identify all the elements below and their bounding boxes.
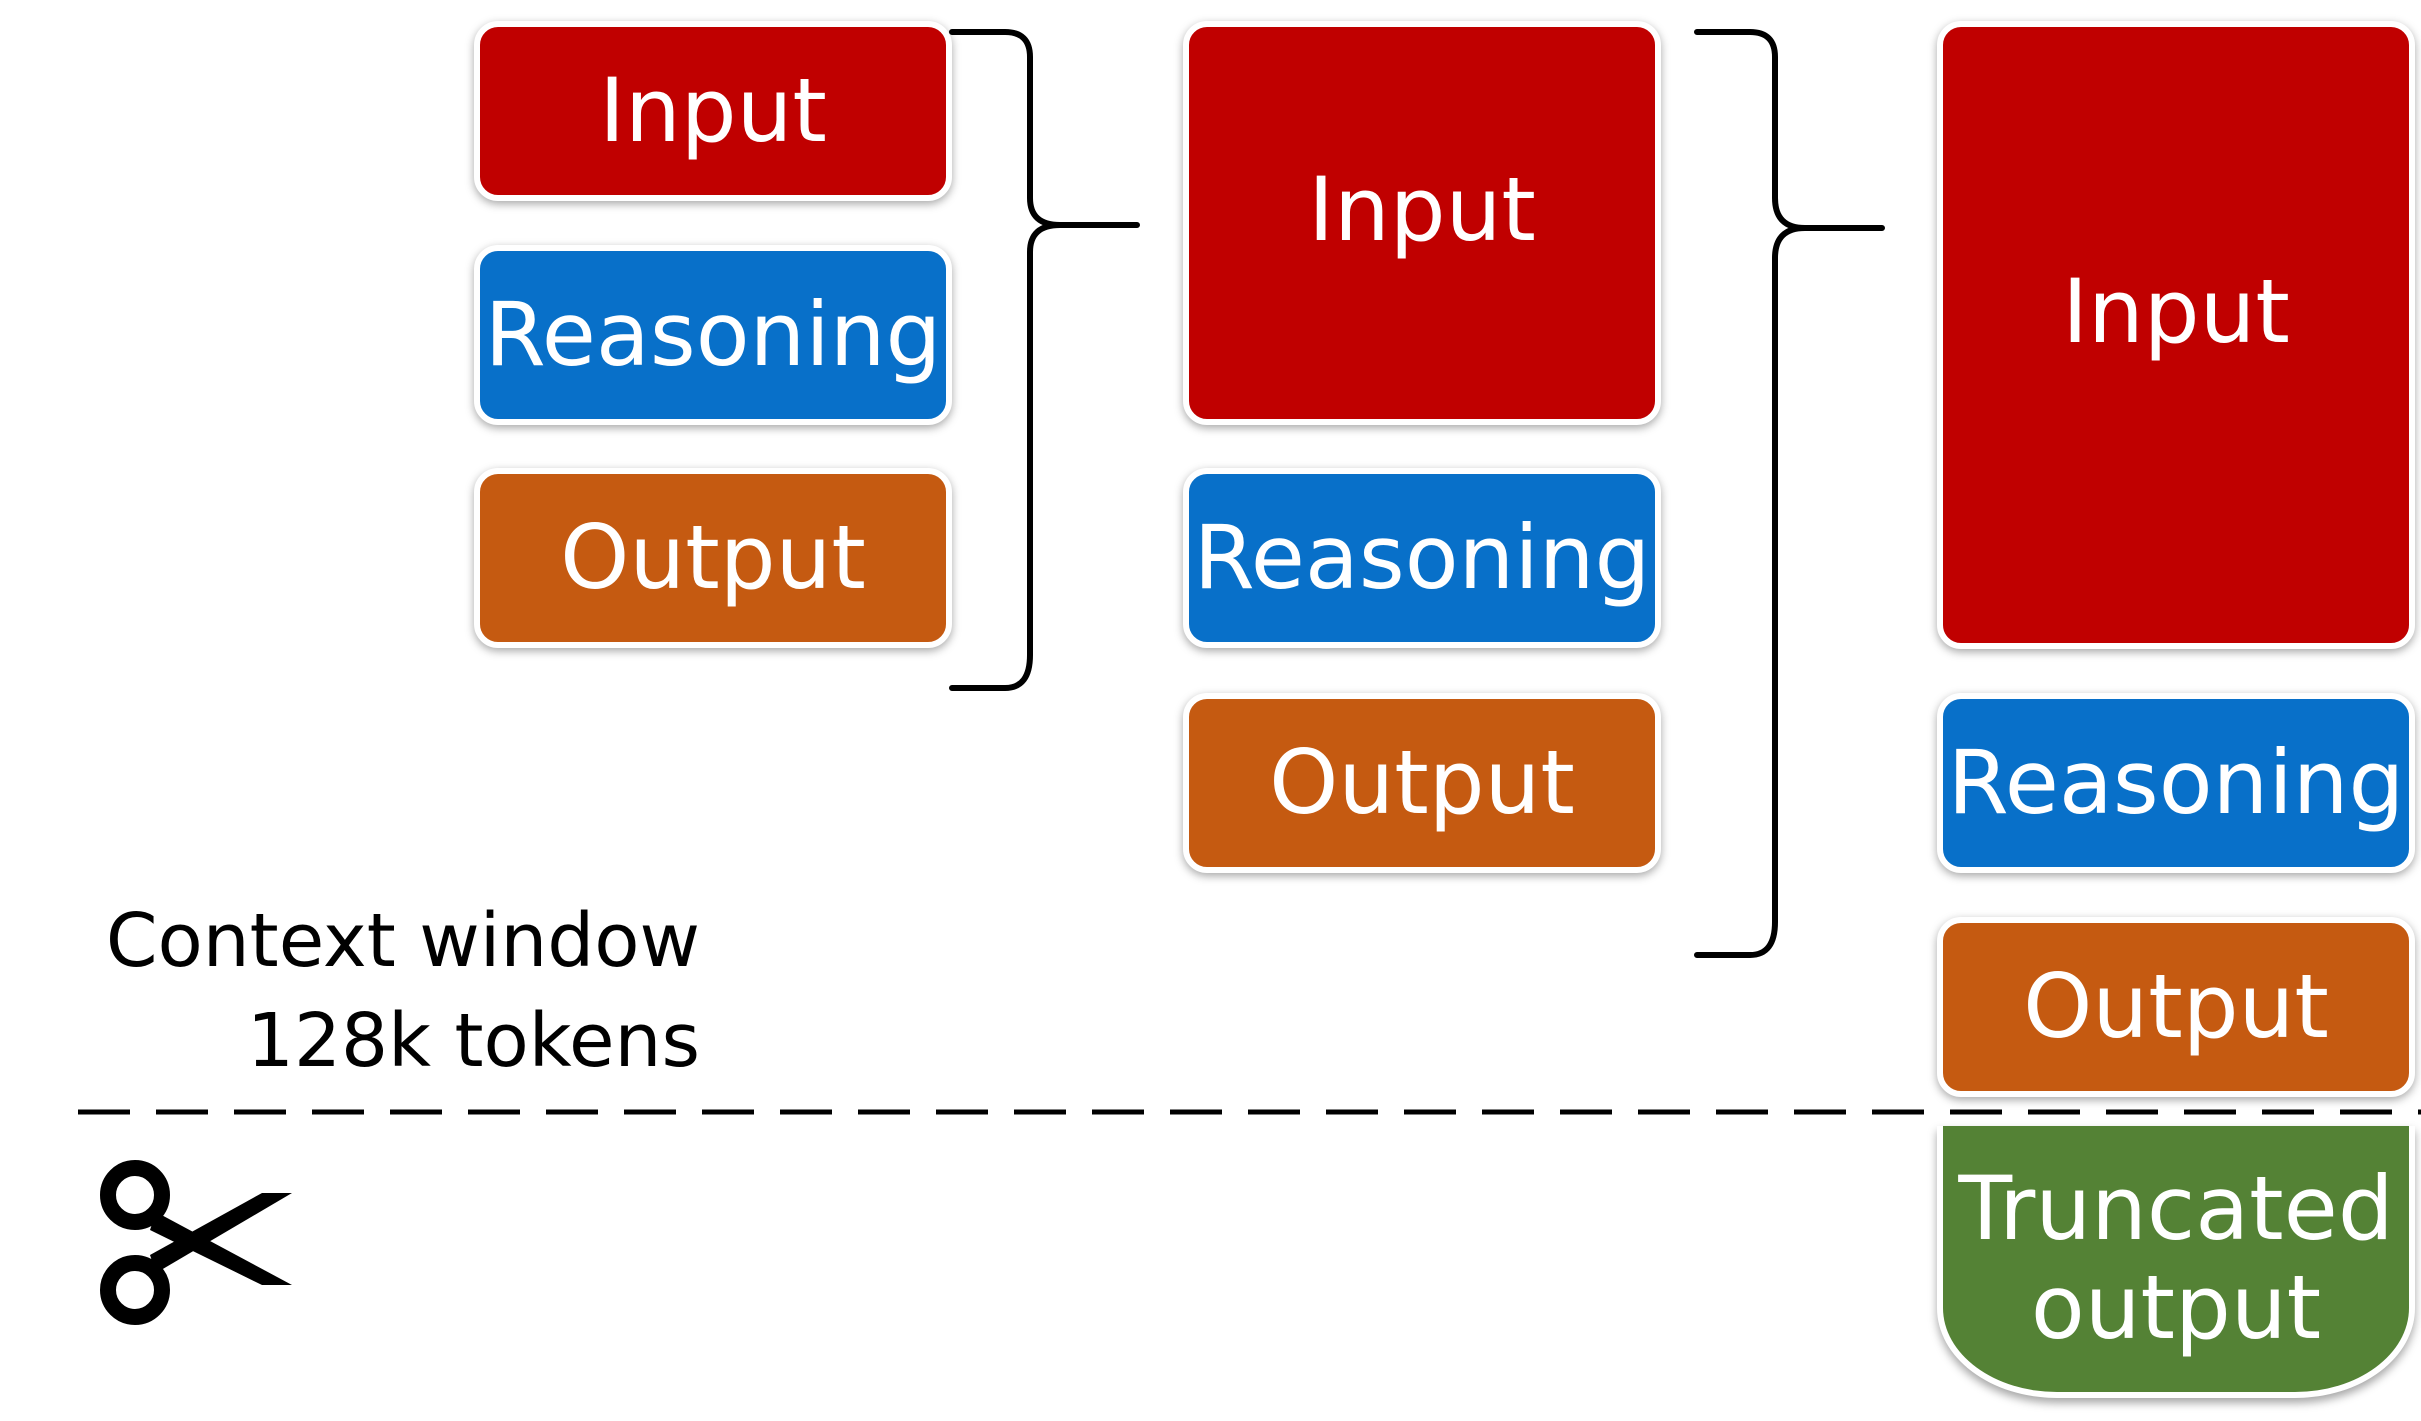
col2-reasoning-label: Reasoning [1193, 505, 1651, 609]
col2-reasoning-block: Reasoning [1183, 468, 1661, 648]
col1-reasoning-label: Reasoning [484, 282, 942, 386]
col3-output-block: Output [1937, 917, 2415, 1097]
col2-output-block: Output [1183, 693, 1661, 873]
context-window-line1: Context window [105, 898, 700, 984]
col3-reasoning-block: Reasoning [1937, 693, 2415, 873]
scissors-icon [100, 1160, 292, 1325]
bracket-icon [1694, 29, 1885, 958]
truncated-label-line2: output [2030, 1256, 2322, 1359]
col2-output-label: Output [1269, 730, 1575, 834]
col1-input-label: Input [599, 58, 827, 162]
col3-reasoning-label: Reasoning [1947, 730, 2405, 834]
col1-output-block: Output [474, 468, 952, 648]
col1-input-block: Input [474, 21, 952, 201]
truncated-label-line1: Truncated [1958, 1157, 2394, 1261]
col2-input-block: Input [1183, 21, 1661, 425]
col1-reasoning-block: Reasoning [474, 245, 952, 425]
context-window-line2: 128k tokens [246, 998, 700, 1084]
col3-output-label: Output [2023, 954, 2329, 1058]
col1-output-label: Output [560, 505, 866, 609]
col3-input-block: Input [1937, 21, 2415, 649]
col2-input-label: Input [1308, 157, 1536, 261]
col3-truncated-output-block: Truncated output [1937, 1126, 2415, 1398]
col3-input-label: Input [2062, 259, 2290, 363]
bracket-icon [949, 29, 1140, 691]
